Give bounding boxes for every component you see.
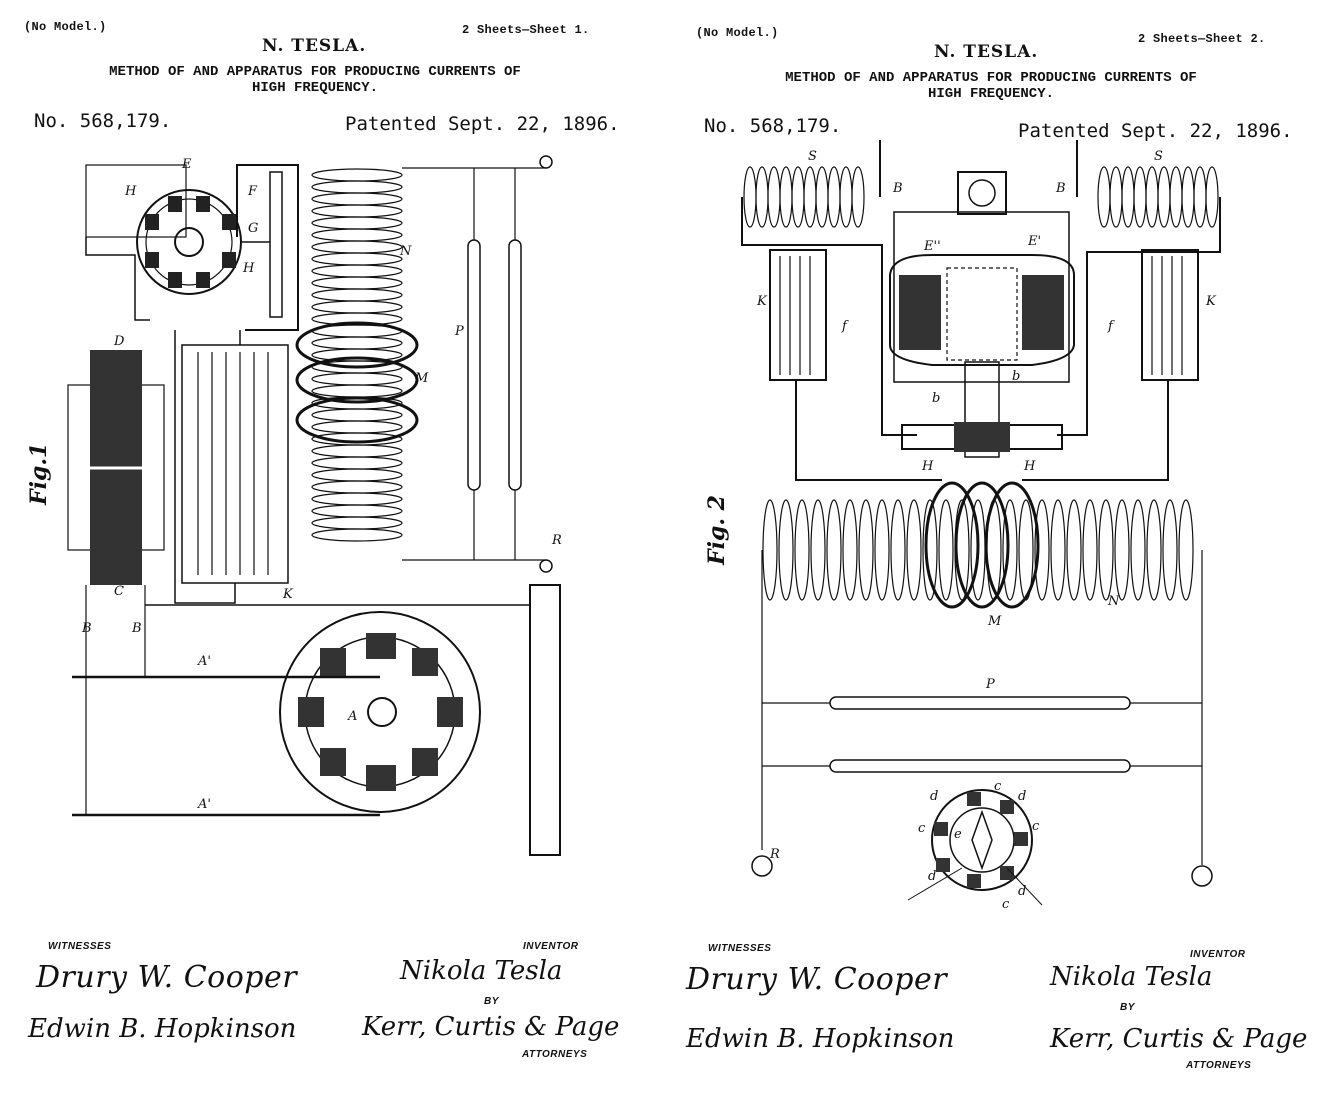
no-model-label: (No Model.) (696, 26, 779, 40)
patent-sheet-1: (No Model.) 2 Sheets—Sheet 1. N. TESLA. … (0, 0, 660, 1098)
part-label: M (987, 614, 1002, 629)
inventor-label: INVENTOR (523, 941, 579, 952)
patent-title-line1: METHOD OF AND APPARATUS FOR PRODUCING CU… (785, 70, 1197, 86)
part-label: P (454, 324, 464, 339)
part-label: B (892, 181, 903, 196)
part-label: A' (197, 654, 211, 669)
part-label: S (808, 149, 817, 164)
part-label: M (414, 371, 429, 386)
part-label: R (769, 847, 780, 862)
part-labels: S B B S E'' E' K K f f b b H H M N P R d… (756, 149, 1217, 912)
part-label: H (921, 459, 934, 474)
part-label: C (114, 584, 124, 599)
part-label: d (1018, 884, 1026, 899)
part-label: H (242, 261, 255, 276)
part-label: d (1018, 789, 1026, 804)
part-label: K (1205, 294, 1217, 309)
witnesses-label: WITNESSES (48, 941, 112, 952)
part-label: f (1107, 319, 1115, 334)
by-label: BY (484, 996, 499, 1007)
part-label: c (994, 779, 1002, 794)
figure-1-drawing: E H F G H N D M P C B B K R A' A A' (67, 155, 562, 856)
part-label: c (1002, 897, 1010, 912)
patent-title-line2: HIGH FREQUENCY. (927, 86, 1055, 102)
part-label: f (841, 319, 849, 334)
part-label: A' (197, 797, 211, 812)
sheet-count-label: 2 Sheets—Sheet 2. (1138, 32, 1266, 46)
patent-title: METHOD OF AND APPARATUS FOR PRODUCING CU… (726, 70, 1256, 102)
part-label: c (918, 821, 926, 836)
part-label: R (551, 533, 562, 548)
part-label: H (124, 184, 137, 199)
witness-signature-1: Drury W. Cooper (36, 960, 298, 995)
part-label: b (932, 391, 940, 406)
patent-number: No. 568,179. (704, 115, 842, 137)
attorney-signature: Kerr, Curtis & Page (1050, 1024, 1308, 1054)
patent-date: Patented Sept. 22, 1896. (1018, 120, 1293, 142)
inventor-signature: Nikola Tesla (400, 956, 563, 986)
by-label: BY (1120, 1002, 1135, 1013)
part-label: b (1012, 369, 1020, 384)
patent-title-line1: METHOD OF AND APPARATUS FOR PRODUCING CU… (109, 64, 521, 80)
part-label: B (81, 621, 92, 636)
figure-2-drawing: S B B S E'' E' K K f f b b H H M N P R d… (741, 140, 1221, 912)
part-label: F (247, 184, 258, 199)
part-label: E' (1027, 234, 1041, 249)
part-label: c (1032, 819, 1040, 834)
patent-sheet-2: (No Model.) 2 Sheets—Sheet 2. N. TESLA. … (662, 0, 1322, 1098)
part-label: K (282, 587, 294, 602)
sheet-count-label: 2 Sheets—Sheet 1. (462, 23, 590, 37)
attorney-signature: Kerr, Curtis & Page (362, 1012, 620, 1042)
no-model-label: (No Model.) (24, 20, 107, 34)
part-labels: E H F G H N D M P C B B K R A' A A' (81, 157, 562, 812)
witness-signature-1: Drury W. Cooper (686, 962, 948, 997)
part-label: d (928, 869, 936, 884)
part-label: B (131, 621, 142, 636)
witness-signature-2: Edwin B. Hopkinson (686, 1024, 955, 1054)
part-label: E'' (923, 239, 941, 254)
part-label: A (347, 709, 357, 724)
part-label: S (1154, 149, 1163, 164)
part-label: B (1055, 181, 1066, 196)
part-label: K (756, 294, 768, 309)
patent-date: Patented Sept. 22, 1896. (345, 113, 620, 135)
patent-number: No. 568,179. (34, 110, 172, 132)
inventor-label: INVENTOR (1190, 949, 1246, 960)
part-label: E (181, 157, 192, 172)
part-label: H (1023, 459, 1036, 474)
inventor-name-heading: N. TESLA. (262, 36, 367, 56)
inventor-signature: Nikola Tesla (1050, 962, 1213, 992)
patent-title: METHOD OF AND APPARATUS FOR PRODUCING CU… (50, 64, 580, 96)
part-label: P (985, 677, 995, 692)
part-label: N (1107, 594, 1120, 609)
part-label: G (248, 221, 258, 236)
part-label: N (399, 244, 412, 259)
witnesses-label: WITNESSES (708, 943, 772, 954)
inventor-name-heading: N. TESLA. (934, 42, 1039, 62)
attorneys-label: ATTORNEYS (522, 1049, 588, 1060)
part-label: d (930, 789, 938, 804)
part-label: D (113, 334, 125, 349)
attorneys-label: ATTORNEYS (1186, 1060, 1252, 1071)
witness-signature-2: Edwin B. Hopkinson (28, 1014, 297, 1044)
patent-title-line2: HIGH FREQUENCY. (251, 80, 379, 96)
part-label: e (954, 827, 962, 842)
